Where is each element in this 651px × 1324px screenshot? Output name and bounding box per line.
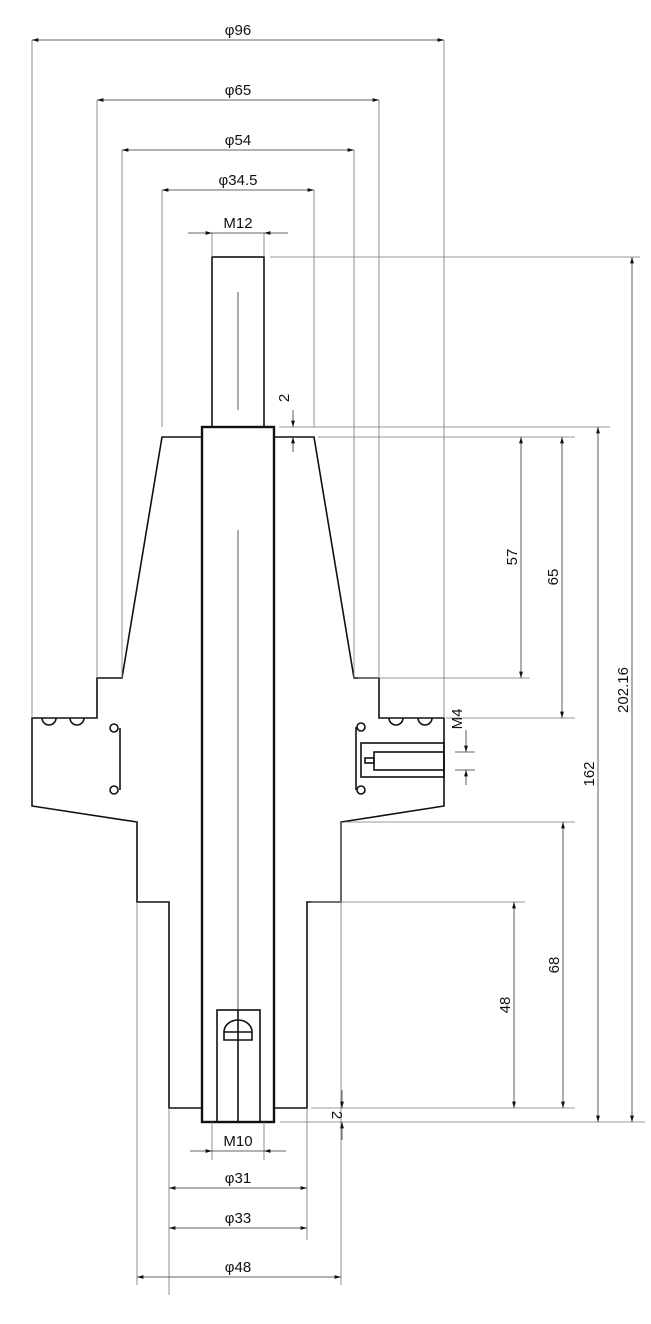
label-202-16: 202.16 xyxy=(615,667,632,713)
label-d65: φ65 xyxy=(225,82,251,99)
dimension-labels: φ96 φ65 φ54 φ34.5 M12 2 57 65 162 202.16… xyxy=(219,22,632,1276)
ball-detent xyxy=(223,1019,253,1041)
hole-icon xyxy=(109,785,119,795)
hole-icon xyxy=(356,722,366,732)
label-68: 68 xyxy=(546,957,563,974)
body-profile-left xyxy=(31,436,202,1109)
label-48: 48 xyxy=(497,997,514,1014)
label-m12: M12 xyxy=(223,215,252,232)
label-m4: M4 xyxy=(449,709,466,730)
label-d54: φ54 xyxy=(225,132,251,149)
label-57: 57 xyxy=(504,549,521,566)
body-profile-right xyxy=(274,436,445,1109)
label-d96: φ96 xyxy=(225,22,251,39)
hole-icon xyxy=(109,723,119,733)
hole-icon xyxy=(356,785,366,795)
label-gap-top: 2 xyxy=(276,394,293,402)
label-m10: M10 xyxy=(223,1133,252,1150)
label-d34-5: φ34.5 xyxy=(219,172,258,189)
part-outline xyxy=(31,256,445,1124)
extension-lines xyxy=(31,40,645,1295)
label-d31: φ31 xyxy=(225,1170,251,1187)
set-screw xyxy=(373,751,445,771)
label-65: 65 xyxy=(545,569,562,586)
label-d33: φ33 xyxy=(225,1210,251,1227)
label-d48: φ48 xyxy=(225,1259,251,1276)
label-gap-bottom: 2 xyxy=(328,1111,345,1119)
label-162: 162 xyxy=(581,761,598,786)
seal-grooves xyxy=(41,717,433,726)
dimension-lines xyxy=(31,38,634,1279)
